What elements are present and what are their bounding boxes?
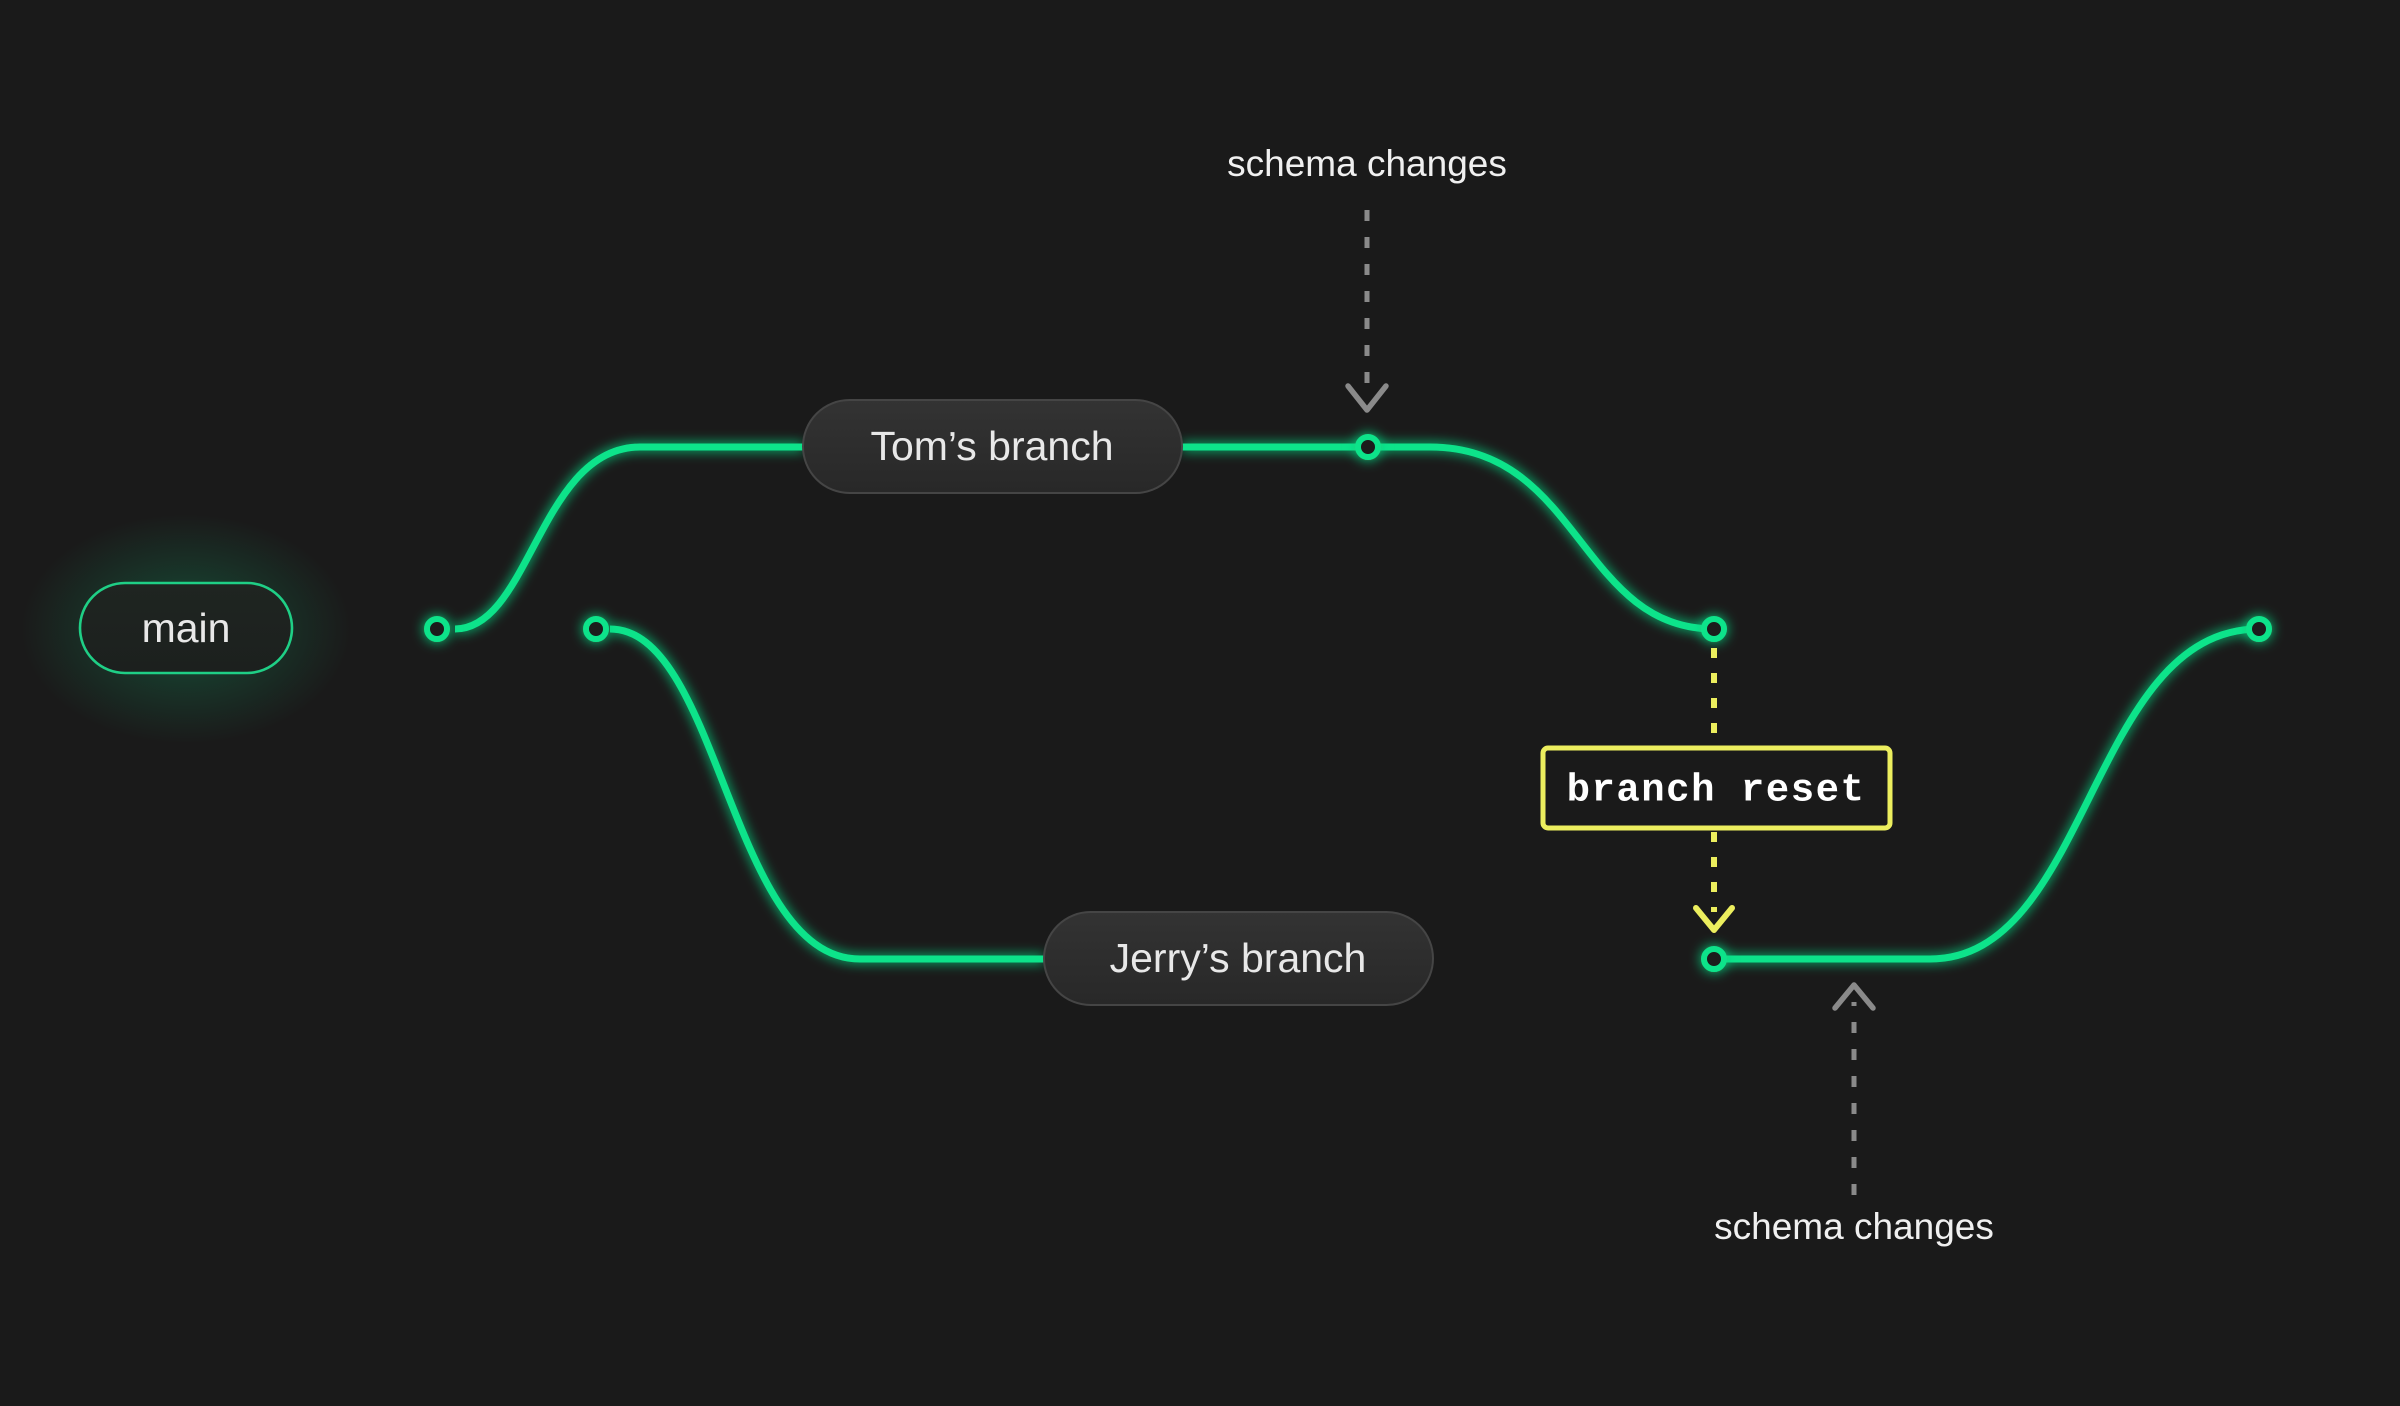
toms-branch-merge-path: [1182, 443, 1715, 633]
main-pill-body: [78, 581, 294, 675]
toms-branch-path-group: [454, 443, 1715, 633]
commit-node-main-merge-tom[interactable]: [1701, 616, 1727, 642]
commit-node-main-merge-jerry[interactable]: [2246, 616, 2272, 642]
branch-pill-jerrys-branch[interactable]: Jerry’s branch: [1043, 911, 1434, 1006]
annotation-label-schema-changes-top: schema changes: [1227, 143, 1507, 184]
commit-nodes-group: [424, 434, 2272, 972]
branch-reset-box[interactable]: [1540, 745, 1893, 831]
jerrys-branch-fork-path: [609, 625, 1044, 963]
annotation-arrow-head-down-icon: [1345, 383, 1389, 413]
commit-node-main-fork-jerry[interactable]: [583, 616, 609, 642]
toms-pill-label: Tom’s branch: [870, 423, 1113, 469]
annotation-label-schema-changes-bottom: schema changes: [1714, 1206, 1994, 1247]
branch-reset-arrow-head-down-icon: [1693, 905, 1735, 933]
branch-pill-main[interactable]: main: [21, 514, 351, 744]
jerrys-pill-label: Jerry’s branch: [1110, 935, 1367, 981]
main-pill-label: main: [142, 605, 231, 651]
jerrys-branch-rejoin-path: [1714, 625, 2260, 963]
toms-pill-body: [802, 399, 1183, 494]
branch-pill-toms-branch[interactable]: Tom’s branch: [802, 399, 1183, 494]
commit-node-main-fork-tom[interactable]: [424, 616, 450, 642]
callout-branch-reset[interactable]: branch reset: [1540, 648, 1893, 933]
jerrys-pill-body: [1043, 911, 1434, 1006]
toms-branch-fork-path: [454, 443, 803, 633]
commit-node-tom-schema-change[interactable]: [1355, 434, 1381, 460]
annotation-arrow-head-up-icon: [1832, 982, 1876, 1011]
commit-node-jerry-reset[interactable]: [1701, 946, 1727, 972]
branch-reset-label: branch reset: [1567, 768, 1866, 812]
annotation-schema-changes-top: schema changes: [1227, 143, 1507, 413]
annotation-schema-changes-bottom: schema changes: [1714, 982, 1994, 1247]
jerrys-branch-path-group: [609, 625, 2260, 963]
